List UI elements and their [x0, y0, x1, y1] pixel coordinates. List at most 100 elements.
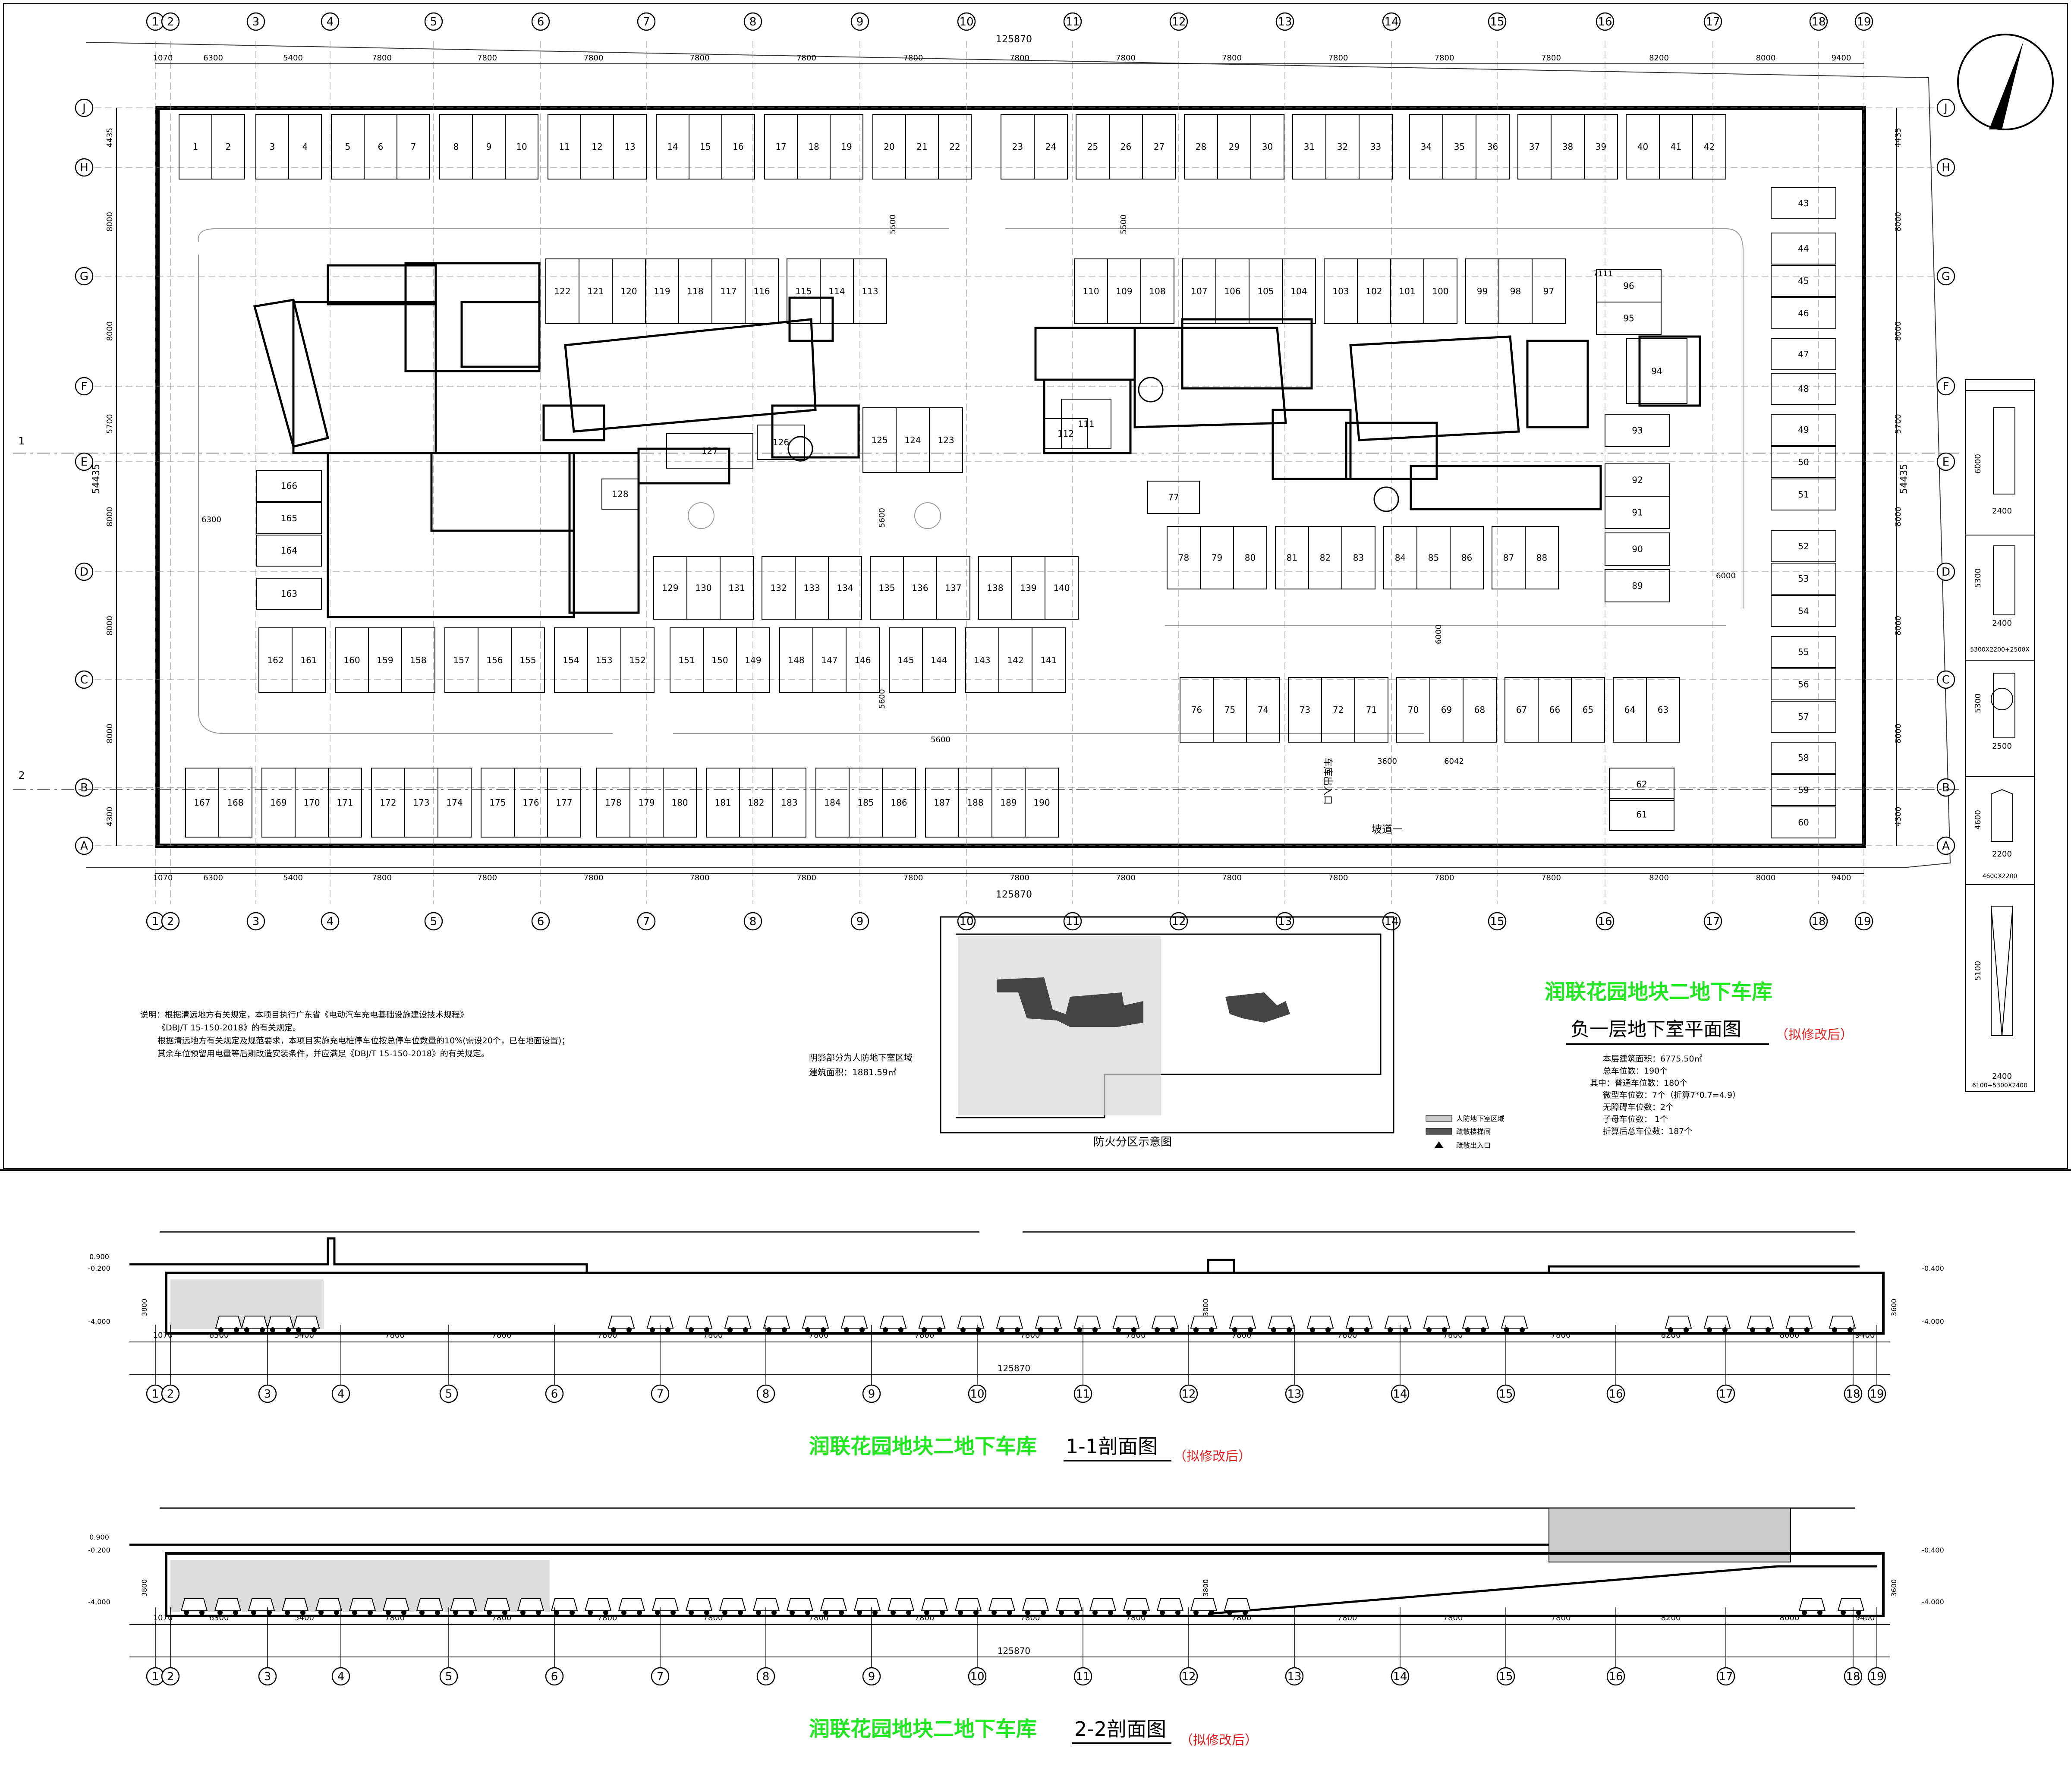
stall-number: 186	[891, 797, 907, 808]
axis-bubble	[1936, 267, 1955, 286]
stall-outline	[292, 627, 326, 693]
span-dimension: 7800	[492, 1613, 512, 1622]
span-dimension: 8200	[1661, 1331, 1681, 1340]
car-icon	[1151, 1316, 1179, 1332]
stall-number: 27	[1154, 142, 1165, 152]
stall-number: 71	[1366, 705, 1377, 715]
span-dimension: 7800	[492, 1331, 512, 1340]
stall-outline	[1605, 532, 1670, 566]
span-dimension: 7800	[477, 54, 497, 63]
stall-number: 108	[1149, 286, 1165, 296]
stall-number: 28	[1196, 142, 1206, 152]
legend-exit: 疏散出入口	[1456, 1141, 1491, 1150]
stall-number: 169	[270, 797, 286, 808]
section2-note-tag: （拟修改后）	[1180, 1733, 1258, 1748]
stall-number: 175	[489, 797, 506, 808]
stall-number: 60	[1798, 817, 1809, 828]
parking-stall: 36	[1476, 114, 1510, 180]
parking-stall: 86	[1450, 526, 1484, 589]
axis-number: 13	[1287, 1388, 1301, 1401]
axis-letter: C	[80, 674, 88, 687]
parking-stall: 102	[1357, 258, 1391, 324]
stall-number: 46	[1798, 308, 1809, 318]
stall-number: 111	[1078, 419, 1094, 429]
axis-bubble	[1606, 1667, 1625, 1686]
parking-stall: 17	[764, 114, 798, 180]
side-dimension: 4300	[105, 807, 114, 827]
axis-bubble	[862, 1667, 881, 1686]
axis-bubble	[743, 912, 762, 931]
axis-number: 4	[337, 1388, 345, 1401]
parking-stall: 39	[1584, 114, 1618, 180]
level-mark: -0.200	[88, 1546, 110, 1554]
car-icon	[921, 1598, 948, 1615]
side-dimension: 8000	[105, 616, 114, 636]
parking-stall: 83	[1341, 526, 1375, 589]
axis-number: 5	[430, 915, 437, 928]
parking-stall: 32	[1325, 114, 1360, 180]
inner-dimension: 6000	[1434, 624, 1443, 644]
span-dimension: 7800	[796, 873, 816, 882]
inner-dimension: 6000	[1716, 571, 1736, 580]
span-dimension: 8200	[1661, 1613, 1681, 1622]
stall-number: 165	[281, 513, 297, 523]
parking-stall: 175	[481, 768, 515, 838]
parking-stall: 114	[820, 258, 854, 324]
stall-number: 150	[711, 655, 728, 665]
stall-number: 66	[1549, 705, 1560, 715]
section-marker-1: 1	[18, 435, 25, 447]
panel-width: 2200	[1992, 850, 2012, 859]
stall-outline	[256, 502, 322, 534]
stall-number: 168	[227, 797, 243, 808]
axis-number: 19	[1870, 1670, 1884, 1683]
parking-stall: 116	[745, 258, 779, 324]
parking-stall: 105	[1249, 258, 1283, 324]
axis-number: 18	[1811, 915, 1826, 928]
axis-number: 19	[1857, 16, 1871, 28]
axis-bubble	[75, 778, 94, 797]
inner-dimension: 7111	[1593, 269, 1613, 278]
parking-stall: 61	[1609, 798, 1674, 831]
axis-bubble	[1936, 562, 1955, 581]
stall-number: 98	[1510, 286, 1521, 296]
parking-stall: 24	[1034, 114, 1068, 180]
axis-number: 2	[167, 915, 174, 928]
parking-stall: 69	[1429, 677, 1464, 743]
stall-number: 25	[1087, 142, 1098, 152]
parking-stall: 8	[439, 114, 473, 180]
stall-outline	[936, 556, 970, 620]
side-dimension: 8000	[1894, 507, 1903, 527]
inner-dimension: 5500	[888, 214, 897, 234]
panel-width: 2500	[1992, 742, 2012, 751]
parking-stall: 172	[371, 768, 405, 838]
parking-stall: 161	[292, 627, 326, 693]
stall-number: 18	[808, 142, 819, 152]
stall-outline	[1771, 806, 1836, 838]
axis-number: 12	[1181, 1388, 1196, 1401]
stall-number: 44	[1798, 243, 1809, 254]
parking-stall: 48	[1771, 373, 1836, 405]
axis-letter: G	[1942, 270, 1950, 283]
axis-number: 14	[1393, 1670, 1407, 1683]
parking-stall: 70	[1396, 677, 1430, 743]
parking-stall: 122	[545, 258, 579, 324]
stall-number: 62	[1636, 779, 1647, 790]
stall-outline	[256, 578, 322, 610]
axis-bubble	[1596, 12, 1615, 31]
axis-number: 11	[1065, 16, 1080, 28]
parking-stall: 159	[368, 627, 402, 693]
stall-number: 185	[857, 797, 874, 808]
parking-stall: 141	[1032, 627, 1066, 693]
car-icon	[853, 1598, 881, 1615]
parking-stall: 157	[444, 627, 478, 693]
axis-number: 5	[445, 1670, 453, 1683]
axis-bubble	[1936, 98, 1955, 117]
axis-number: 15	[1490, 16, 1504, 28]
parking-stall: 73	[1288, 677, 1322, 743]
parking-stall: 183	[772, 768, 806, 838]
stall-outline	[1646, 677, 1680, 743]
parking-stall: 35	[1442, 114, 1476, 180]
car-icon	[1837, 1598, 1865, 1615]
level-mark: -0.400	[1922, 1264, 1944, 1272]
